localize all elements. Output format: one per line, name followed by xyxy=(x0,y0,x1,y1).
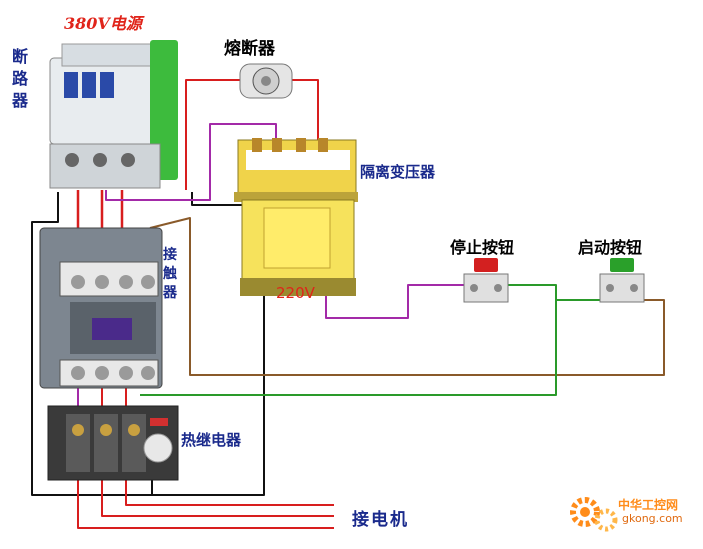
contactor-icon xyxy=(39,227,163,389)
thermal-relay-icon xyxy=(47,405,179,481)
contactor-label: 接触器 xyxy=(163,247,177,301)
transformer-label: 隔离变压器 xyxy=(360,163,436,181)
wire-green-bottom xyxy=(140,300,557,396)
motor-label: 接电机 xyxy=(352,510,409,530)
transformer-icon xyxy=(234,138,358,296)
stop-button-icon[interactable] xyxy=(463,258,509,303)
watermark-url: gkong.com xyxy=(622,512,683,525)
gear-logo-icon xyxy=(570,497,618,532)
fuse-icon xyxy=(239,63,293,99)
watermark-site-name: 中华工控网 xyxy=(618,498,679,512)
wire-red-fuse-out xyxy=(292,79,319,140)
fuse-label: 熔断器 xyxy=(224,39,275,59)
voltage-label: 220V xyxy=(276,284,315,302)
wire-red-fuse-feed xyxy=(185,79,240,190)
wire-motor-1 xyxy=(77,478,334,529)
power-source-label: 380V电源 xyxy=(64,14,142,33)
wire-green-top xyxy=(506,284,602,301)
wire-purple-primary xyxy=(105,123,277,201)
wire-purple-secondary xyxy=(325,280,466,319)
start-button-icon[interactable] xyxy=(599,258,645,303)
wire-brown xyxy=(149,217,665,376)
thermal-relay-label: 热继电器 xyxy=(181,431,242,449)
breaker-icon xyxy=(49,40,178,189)
wire-motor-3 xyxy=(125,478,334,506)
wire-motor-2 xyxy=(101,478,334,517)
wires xyxy=(31,79,665,529)
breaker-label: 断路器 xyxy=(12,47,29,110)
wire-black-left-loop xyxy=(31,192,153,496)
stop-button-label: 停止按钮 xyxy=(450,238,515,257)
start-button-label: 启动按钮 xyxy=(578,238,643,257)
